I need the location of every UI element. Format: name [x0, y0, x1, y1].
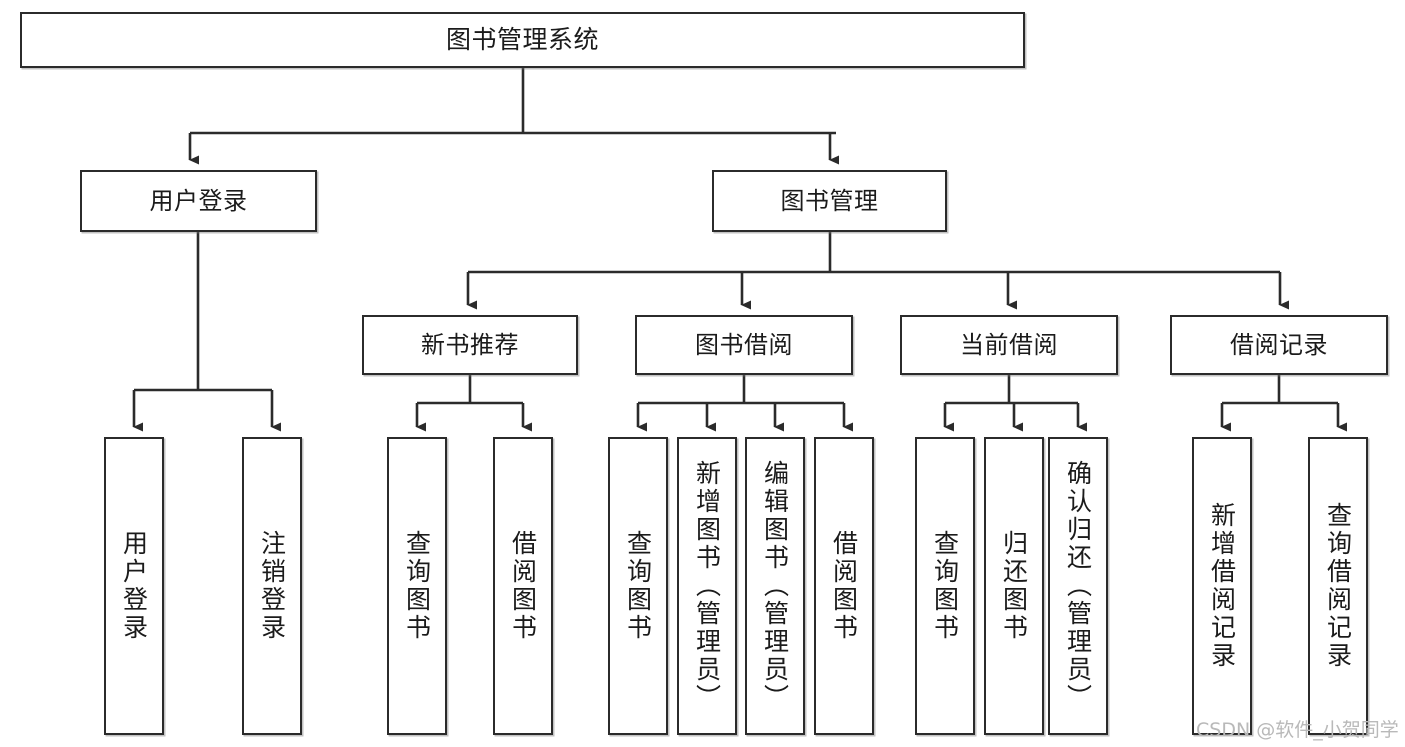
node-label: 用户登录: [119, 530, 149, 642]
leaf-current-query-book[interactable]: 查询图书: [915, 437, 975, 735]
node-book-borrow[interactable]: 图书借阅: [635, 315, 853, 375]
node-label: 归还图书: [999, 530, 1029, 642]
leaf-borrow-edit-book-admin[interactable]: 编辑图书（管理员）: [745, 437, 805, 735]
node-label: 借阅图书: [508, 530, 538, 642]
node-label: 查询图书: [623, 530, 653, 642]
leaf-logout[interactable]: 注销登录: [242, 437, 302, 735]
node-label: 借阅记录: [1230, 330, 1328, 359]
csdn-watermark: CSDN @软件_小贺同学: [1196, 719, 1399, 741]
leaf-borrow-query-book[interactable]: 查询图书: [608, 437, 668, 735]
node-label: 确认归还（管理员）: [1063, 460, 1093, 712]
node-label: 查询借阅记录: [1323, 502, 1353, 670]
node-new-book-recommend[interactable]: 新书推荐: [362, 315, 578, 375]
leaf-borrow-add-book-admin[interactable]: 新增图书（管理员）: [677, 437, 737, 735]
node-borrow-record[interactable]: 借阅记录: [1170, 315, 1388, 375]
leaf-user-login[interactable]: 用户登录: [104, 437, 164, 735]
node-label: 当前借阅: [960, 330, 1058, 359]
node-label: 图书管理: [780, 186, 879, 215]
node-book-management[interactable]: 图书管理: [712, 170, 947, 232]
node-label: 图书管理系统: [445, 25, 599, 55]
leaf-current-confirm-return-admin[interactable]: 确认归还（管理员）: [1048, 437, 1108, 735]
node-label: 注销登录: [257, 530, 287, 642]
leaf-record-add-borrow-record[interactable]: 新增借阅记录: [1192, 437, 1252, 735]
node-label: 用户登录: [149, 186, 248, 215]
node-user-login[interactable]: 用户登录: [80, 170, 317, 232]
node-label: 查询图书: [402, 530, 432, 642]
node-root-book-management-system[interactable]: 图书管理系统: [20, 12, 1025, 68]
leaf-recommend-borrow-book[interactable]: 借阅图书: [493, 437, 553, 735]
leaf-recommend-query-book[interactable]: 查询图书: [387, 437, 447, 735]
node-label: 编辑图书（管理员）: [760, 460, 790, 712]
node-label: 新书推荐: [421, 330, 519, 359]
node-label: 新增图书（管理员）: [692, 460, 722, 712]
leaf-current-return-book[interactable]: 归还图书: [984, 437, 1044, 735]
node-label: 查询图书: [930, 530, 960, 642]
node-label: 新增借阅记录: [1207, 502, 1237, 670]
node-label: 图书借阅: [695, 330, 793, 359]
leaf-borrow-borrow-book[interactable]: 借阅图书: [814, 437, 874, 735]
node-label: 借阅图书: [829, 530, 859, 642]
node-current-borrow[interactable]: 当前借阅: [900, 315, 1118, 375]
leaf-record-query-borrow-record[interactable]: 查询借阅记录: [1308, 437, 1368, 735]
